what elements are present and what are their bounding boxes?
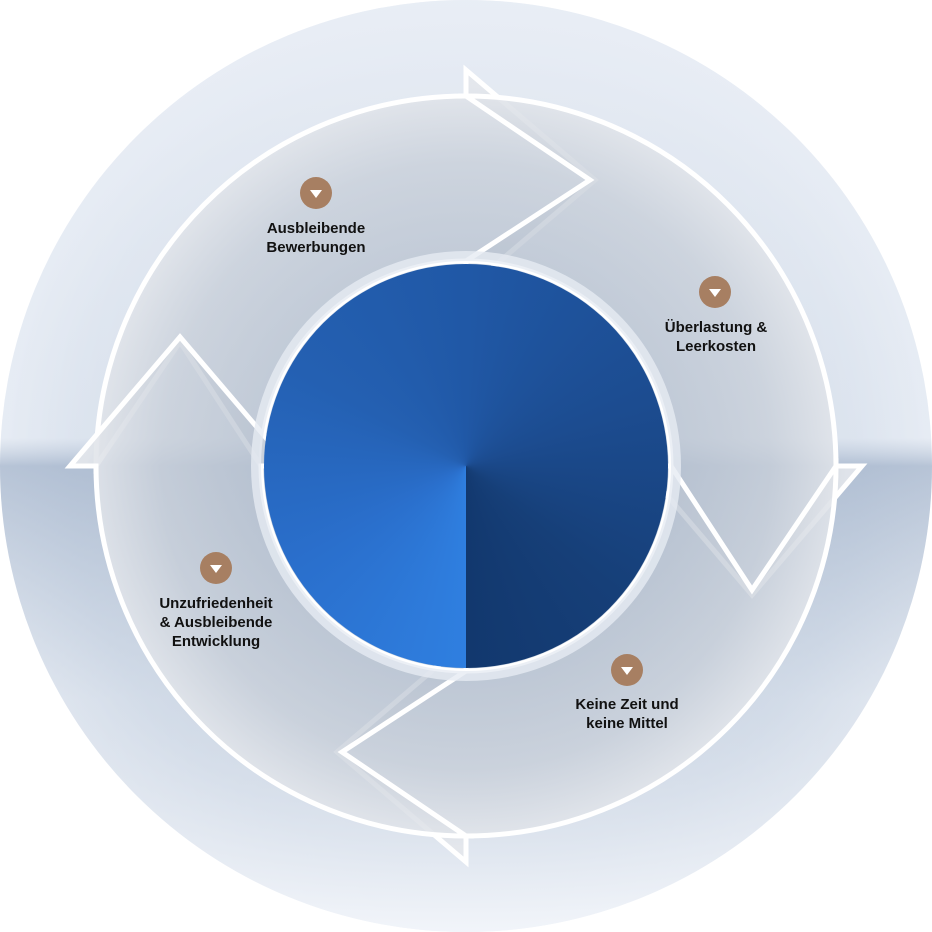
arrow-segment-left	[64, 333, 475, 839]
step-label-line: Bewerbungen	[266, 239, 366, 256]
chevron-down-icon	[699, 276, 731, 308]
step-label-line: Keine Zeit und	[575, 696, 679, 713]
step-label-line: Entwicklung	[171, 633, 261, 650]
chevron-down-icon	[300, 177, 332, 209]
chevron-down-icon	[200, 552, 232, 584]
step-label-line: & Ausbleibende	[159, 614, 273, 631]
step-label-line: Ausbleibende	[266, 220, 366, 237]
step-label-line: Leerkosten	[675, 338, 757, 355]
step-label-line: keine Mittel	[586, 715, 668, 732]
step-label-line: Überlastung &	[664, 319, 768, 336]
arrow-segment-right	[457, 93, 868, 599]
arrow-segment-top	[93, 64, 599, 475]
center-disc	[264, 264, 668, 668]
inner-ring	[251, 251, 681, 681]
arrow-segment-bottom	[333, 457, 839, 868]
chevron-down-icon	[611, 654, 643, 686]
step-label-line: Unzufriedenheit	[159, 595, 273, 612]
